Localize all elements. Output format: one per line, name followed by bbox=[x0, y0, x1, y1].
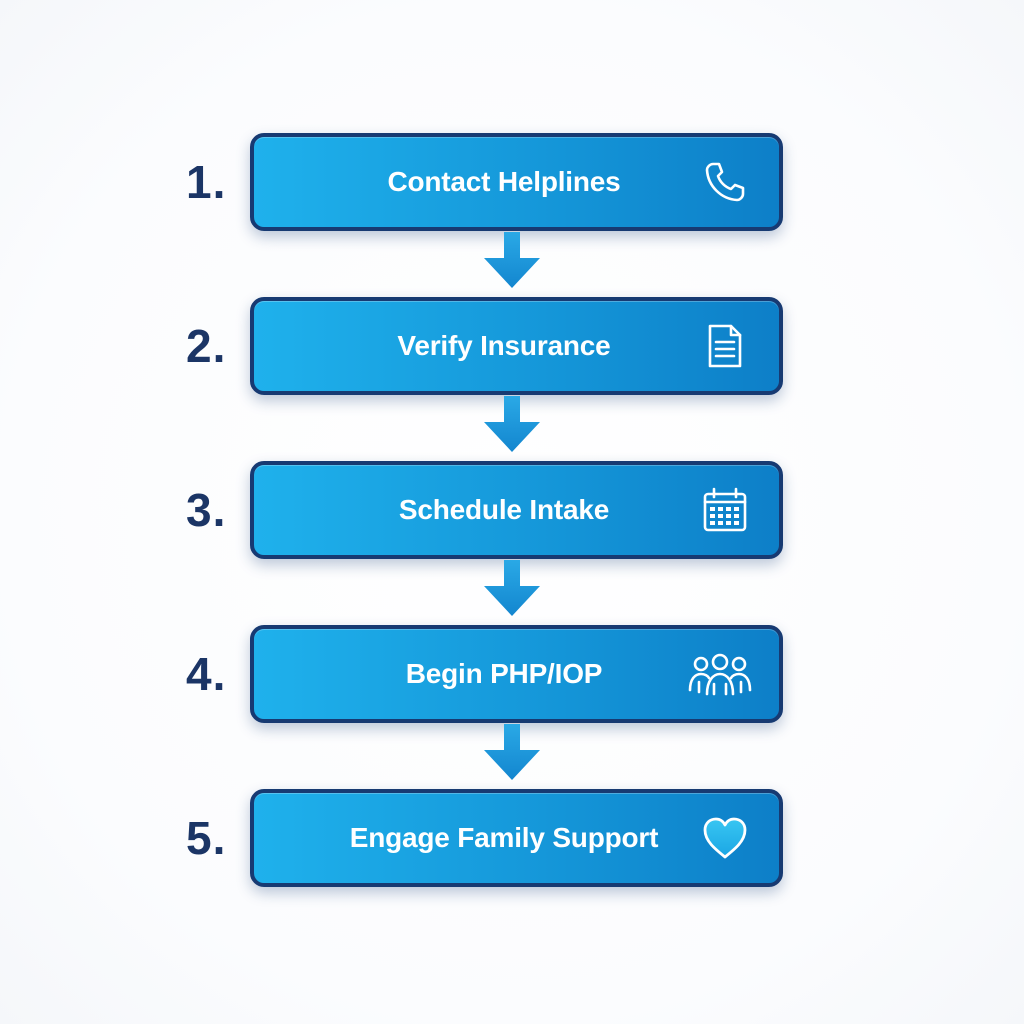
step-label: Verify Insurance bbox=[397, 330, 611, 361]
step-4: 4. Begin PHP/IOP bbox=[0, 625, 1024, 723]
step-button-begin-php-iop[interactable]: Begin PHP/IOP bbox=[250, 625, 783, 723]
step-1: 1. Contact Helplines bbox=[0, 133, 1024, 231]
step-button-verify-insurance[interactable]: Verify Insurance bbox=[250, 297, 783, 395]
arrow-down-icon bbox=[482, 396, 542, 454]
step-button-schedule-intake[interactable]: Schedule Intake bbox=[250, 461, 783, 559]
document-icon bbox=[701, 322, 749, 370]
group-icon bbox=[687, 650, 753, 698]
calendar-icon bbox=[701, 486, 749, 534]
step-label: Schedule Intake bbox=[398, 494, 610, 525]
step-number: 5. bbox=[186, 812, 227, 864]
step-number: 4. bbox=[186, 648, 227, 700]
step-number: 2. bbox=[186, 320, 227, 372]
arrow-down-icon bbox=[482, 724, 542, 782]
phone-icon bbox=[701, 158, 749, 206]
step-5: 5. Engage Family Support bbox=[0, 789, 1024, 887]
arrow-down-icon bbox=[482, 560, 542, 618]
step-3: 3. Schedule Intake bbox=[0, 461, 1024, 559]
step-label: Engage Family Support bbox=[349, 822, 659, 853]
step-number: 3. bbox=[186, 484, 227, 536]
step-button-contact-helplines[interactable]: Contact Helplines bbox=[250, 133, 783, 231]
step-button-engage-family-support[interactable]: Engage Family Support bbox=[250, 789, 783, 887]
step-2: 2. Verify Insurance bbox=[0, 297, 1024, 395]
step-label: Begin PHP/IOP bbox=[405, 658, 603, 689]
step-label: Contact Helplines bbox=[387, 166, 621, 197]
heart-icon bbox=[701, 814, 749, 862]
arrow-down-icon bbox=[482, 232, 542, 290]
step-number: 1. bbox=[186, 156, 227, 208]
